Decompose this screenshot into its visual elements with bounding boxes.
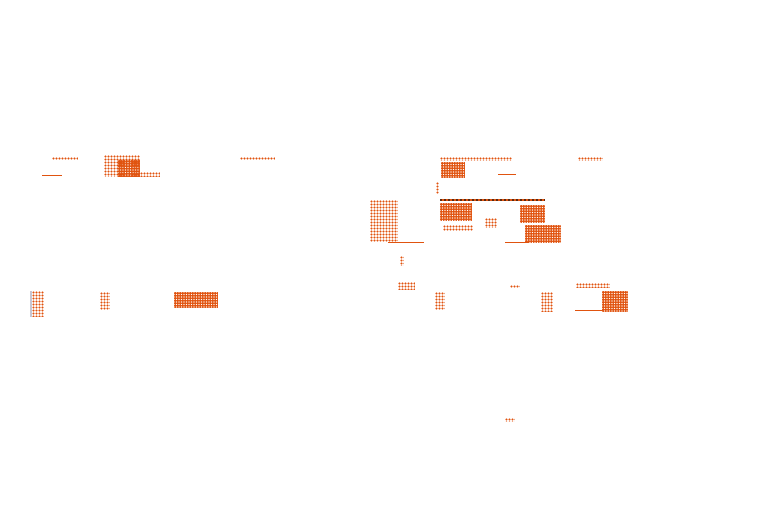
fragment-2 xyxy=(42,175,62,176)
fragment-8 xyxy=(441,162,465,178)
fragment-25 xyxy=(576,283,610,288)
fragment-19 xyxy=(505,242,529,243)
fragment-5 xyxy=(140,172,160,177)
dark-edge-bar xyxy=(440,199,545,201)
fragment-16 xyxy=(443,225,473,231)
fragment-24 xyxy=(541,292,553,312)
fragment-7 xyxy=(440,157,512,161)
fragment-18 xyxy=(525,225,561,243)
fragment-29 xyxy=(32,291,44,317)
fragment-13 xyxy=(388,242,424,243)
fragment-23 xyxy=(510,285,520,288)
fragment-17 xyxy=(485,218,497,228)
fragment-4 xyxy=(118,160,140,177)
fragment-9 xyxy=(498,174,516,175)
fragment-12 xyxy=(370,200,398,242)
fragment-30 xyxy=(100,292,110,310)
fragment-27 xyxy=(575,310,603,311)
fragment-10 xyxy=(578,157,603,161)
fragment-32 xyxy=(505,418,515,422)
fragment-28 xyxy=(30,291,32,317)
fragment-15 xyxy=(520,205,545,223)
fragment-22 xyxy=(435,292,445,310)
fragment-1 xyxy=(52,157,78,160)
fragment-26 xyxy=(602,291,628,312)
fragment-21 xyxy=(398,282,415,290)
fragment-14 xyxy=(440,203,472,221)
fragment-6 xyxy=(240,157,275,160)
fragment-11 xyxy=(436,182,439,194)
fragment-20 xyxy=(400,256,404,266)
fragment-31 xyxy=(174,292,218,308)
